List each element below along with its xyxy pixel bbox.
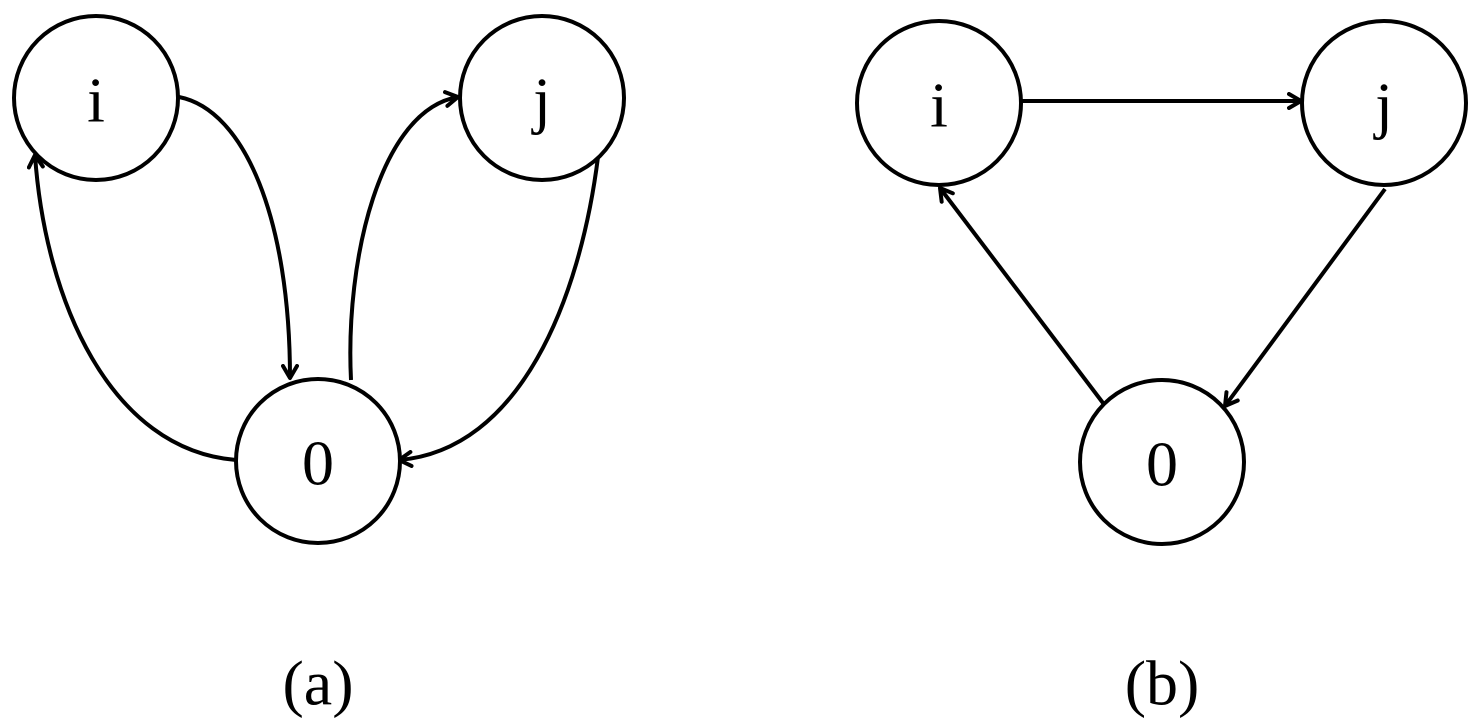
panel-b: i j 0 (b) bbox=[855, 19, 1468, 719]
node-b-j: j bbox=[1300, 19, 1468, 187]
edge-a-i-to-0 bbox=[178, 95, 299, 380]
edge-a-j-to-0 bbox=[397, 156, 600, 468]
node-a-i: i bbox=[12, 14, 180, 182]
panel-a: i j 0 (a) bbox=[12, 14, 626, 719]
node-a-i-circle bbox=[12, 14, 180, 182]
node-b-j-circle bbox=[1300, 19, 1468, 187]
edge-b-0-to-i bbox=[938, 186, 1105, 405]
node-a-0-circle bbox=[234, 377, 402, 545]
node-b-i-circle bbox=[855, 19, 1023, 187]
node-a-j-circle bbox=[458, 14, 626, 182]
node-b-0: 0 bbox=[1078, 378, 1246, 546]
node-b-i-label: i bbox=[930, 70, 948, 141]
edge-b-j-to-0 bbox=[1223, 187, 1387, 408]
edge-a-0-to-i bbox=[26, 153, 237, 462]
node-a-j: j bbox=[458, 14, 626, 182]
node-b-0-circle bbox=[1078, 378, 1246, 546]
panel-a-caption: (a) bbox=[282, 648, 353, 719]
panel-b-caption: (b) bbox=[1125, 648, 1200, 719]
node-b-j-label: j bbox=[1373, 70, 1393, 141]
edge-a-0-to-j bbox=[348, 90, 460, 381]
node-b-0-label: 0 bbox=[1146, 429, 1178, 500]
node-a-0: 0 bbox=[234, 377, 402, 545]
node-a-i-label: i bbox=[87, 65, 105, 136]
node-a-j-label: j bbox=[531, 65, 551, 136]
node-a-0-label: 0 bbox=[302, 428, 334, 499]
node-b-i: i bbox=[855, 19, 1023, 187]
